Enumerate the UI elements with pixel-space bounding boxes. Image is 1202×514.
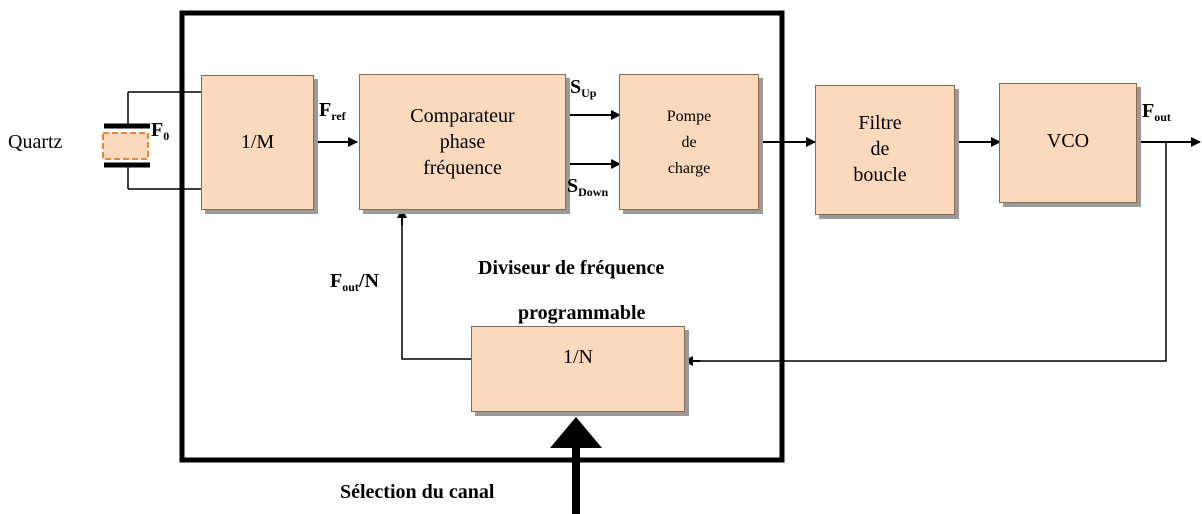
pump-label-line2: de <box>681 134 697 151</box>
loop-filter-block <box>815 85 955 215</box>
pump-label: Pompe de charge <box>619 104 759 182</box>
vco-label: VCO <box>1046 130 1090 152</box>
f0-label: F0 <box>151 119 170 143</box>
phase-comparator-block <box>359 74 566 210</box>
pump-label-line3: charge <box>667 160 711 177</box>
fout-label: Fout <box>1142 100 1171 124</box>
divider-m-label: 1/M <box>240 131 275 153</box>
quartz-crystal-icon <box>102 91 202 190</box>
divider-title-line2: programmable <box>518 302 646 324</box>
foutn-label: Fout/N <box>330 270 379 294</box>
charge-pump-block <box>619 74 759 210</box>
filter-label-line3: boucle <box>853 164 907 186</box>
divider-m-block <box>201 75 314 210</box>
foutn-wire <box>401 212 472 360</box>
channel-select-label: Sélection du canal <box>340 481 495 503</box>
comparator-label-line3: fréquence <box>423 157 502 179</box>
divider-n-label: 1/N <box>563 346 593 368</box>
vco-block <box>999 83 1137 203</box>
sdown-label: SDown <box>567 175 609 199</box>
pump-label-line1: Pompe <box>666 108 712 125</box>
channel-select-arrow-icon <box>550 417 602 514</box>
fref-label: Fref <box>319 99 346 123</box>
feedback-wire <box>685 142 1167 362</box>
sup-label: SUp <box>570 76 597 100</box>
synthesizer-frame <box>179 10 785 463</box>
divider-n-block <box>471 326 685 412</box>
divider-title-line1: Diviseur de fréquence <box>478 257 665 279</box>
comparator-label-line1: Comparateur <box>410 105 515 127</box>
filter-label: Filtre de boucle <box>820 110 940 188</box>
comparator-label: Comparateur phase fréquence <box>359 103 566 181</box>
comparator-label-line2: phase <box>439 131 486 153</box>
filter-label-line2: de <box>870 138 890 160</box>
filter-label-line1: Filtre <box>858 112 902 134</box>
quartz-label: Quartz <box>8 131 63 153</box>
